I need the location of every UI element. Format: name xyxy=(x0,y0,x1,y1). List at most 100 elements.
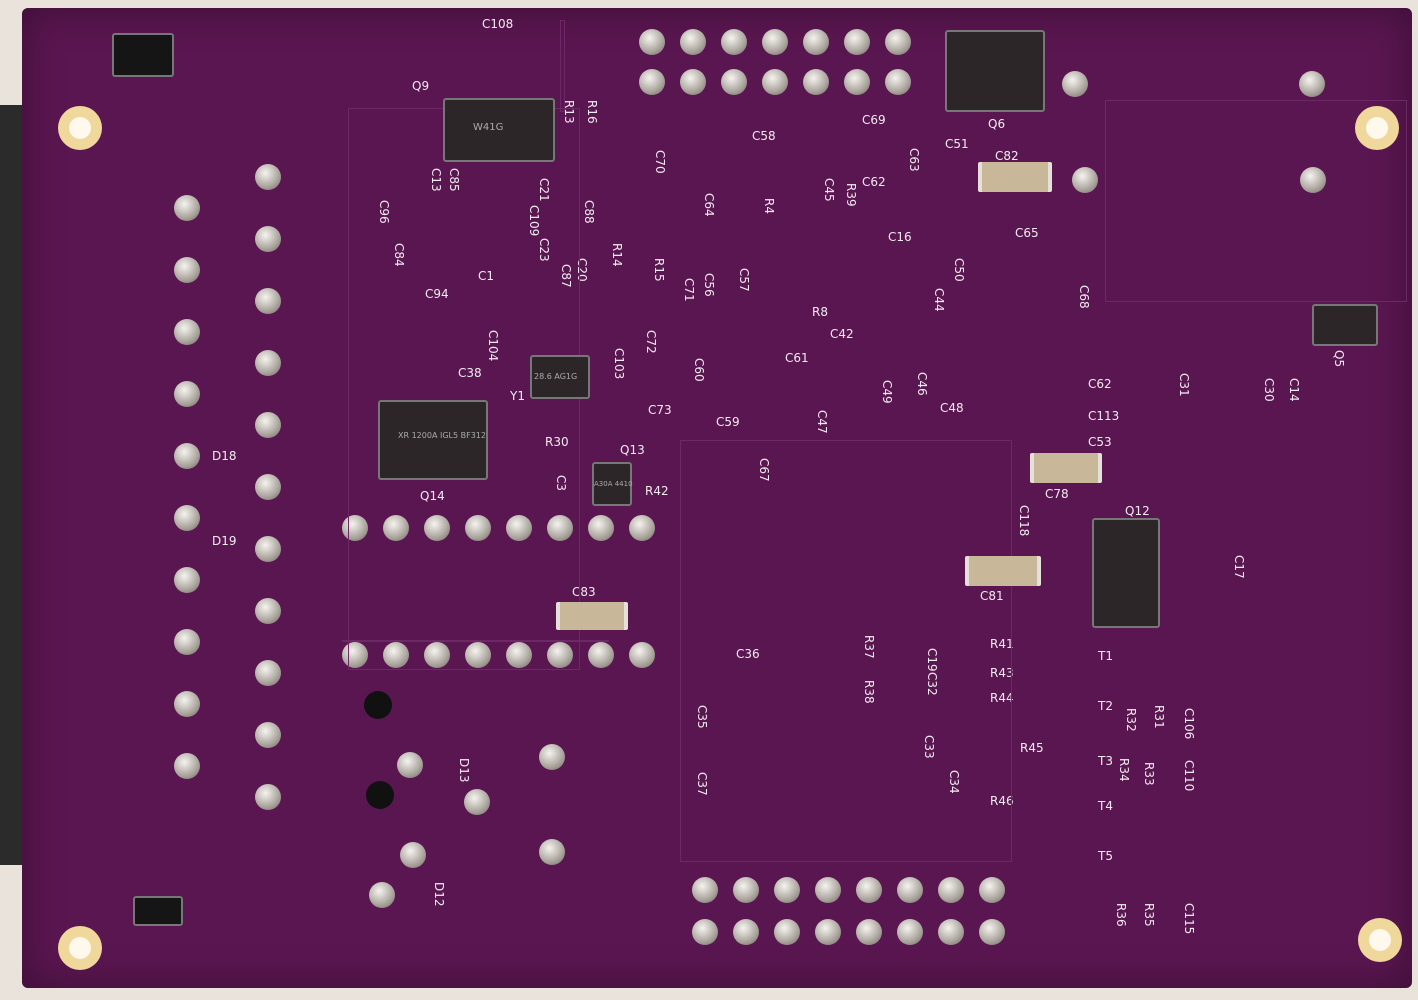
solder-pad xyxy=(369,882,395,908)
solder-pad xyxy=(885,69,911,95)
solder-pad xyxy=(539,744,565,770)
connector-black-bottom xyxy=(133,896,183,926)
solder-pad xyxy=(174,443,200,469)
solder-pad xyxy=(692,919,718,945)
silkscreen-label: C103 xyxy=(612,348,626,380)
silkscreen-label: C1 xyxy=(478,269,495,283)
silkscreen-label: R41 xyxy=(990,637,1014,651)
silkscreen-label: R42 xyxy=(645,484,669,498)
silkscreen-label: C82 xyxy=(995,149,1019,163)
capacitor-c78 xyxy=(1030,453,1102,483)
solder-pad xyxy=(400,842,426,868)
silkscreen-label: R46 xyxy=(990,794,1014,808)
silkscreen-label: C70 xyxy=(653,150,667,174)
solder-pad xyxy=(629,515,655,541)
solder-pad xyxy=(547,642,573,668)
solder-pad xyxy=(174,381,200,407)
silkscreen-label: C110 xyxy=(1182,760,1196,792)
solder-pad xyxy=(174,753,200,779)
silkscreen-label: C78 xyxy=(1045,487,1069,501)
silkscreen-label: C94 xyxy=(425,287,449,301)
solder-pad xyxy=(588,515,614,541)
solder-pad xyxy=(255,784,281,810)
silkscreen-label: D12 xyxy=(432,882,446,907)
silkscreen-label: C50 xyxy=(952,258,966,282)
solder-pad xyxy=(1300,167,1326,193)
silkscreen-label: R45 xyxy=(1020,741,1044,755)
ic-q13: A30A 4410 xyxy=(592,462,633,506)
silkscreen-label: C36 xyxy=(736,647,760,661)
silkscreen-label: C42 xyxy=(830,327,854,341)
solder-pad xyxy=(174,505,200,531)
solder-pad xyxy=(844,69,870,95)
solder-pad xyxy=(803,29,829,55)
silkscreen-label: C83 xyxy=(572,585,596,599)
regulator-q9: W41G xyxy=(443,98,555,162)
silkscreen-label: C68 xyxy=(1077,285,1091,309)
solder-pad xyxy=(762,29,788,55)
solder-pad xyxy=(680,29,706,55)
silkscreen-label: C106 xyxy=(1182,708,1196,740)
solder-pad xyxy=(588,642,614,668)
solder-pad xyxy=(255,412,281,438)
silkscreen-label: C108 xyxy=(482,17,514,31)
silkscreen-label: C46 xyxy=(915,372,929,396)
silkscreen-label: C47 xyxy=(815,410,829,434)
silkscreen-label: C17 xyxy=(1232,555,1246,579)
silkscreen-label: C57 xyxy=(737,268,751,292)
capacitor-c82 xyxy=(978,162,1052,192)
silkscreen-label: C48 xyxy=(940,401,964,415)
solder-pad xyxy=(383,642,409,668)
solder-pad xyxy=(897,919,923,945)
solder-pad xyxy=(762,69,788,95)
solder-pad xyxy=(255,350,281,376)
solder-pad xyxy=(342,515,368,541)
solder-pad xyxy=(174,257,200,283)
silkscreen-label: C62 xyxy=(862,175,886,189)
solder-pad xyxy=(383,515,409,541)
silkscreen-label: C59 xyxy=(716,415,740,429)
silkscreen-label: T1 xyxy=(1098,649,1113,663)
silkscreen-label: T4 xyxy=(1098,799,1113,813)
silkscreen-label: R15 xyxy=(652,258,666,282)
silkscreen-label: R35 xyxy=(1142,903,1156,927)
silkscreen-label: C45 xyxy=(822,178,836,202)
solder-pad xyxy=(424,515,450,541)
silkscreen-label: T5 xyxy=(1098,849,1113,863)
solder-pad xyxy=(774,919,800,945)
solder-pad xyxy=(815,877,841,903)
silkscreen-label: C113 xyxy=(1088,409,1120,423)
capacitor-c83 xyxy=(556,602,628,630)
solder-pad xyxy=(1072,167,1098,193)
solder-pad xyxy=(721,29,747,55)
solder-pad xyxy=(680,69,706,95)
silkscreen-label: R43 xyxy=(990,666,1014,680)
silkscreen-label: C44 xyxy=(932,288,946,312)
pcb-board xyxy=(22,8,1412,988)
solder-pad xyxy=(1062,71,1088,97)
solder-pad xyxy=(255,288,281,314)
solder-pad xyxy=(255,226,281,252)
silkscreen-label: Q13 xyxy=(620,443,645,457)
silkscreen-label: C38 xyxy=(458,366,482,380)
silkscreen-label: R4 xyxy=(762,198,776,214)
silkscreen-label: C118 xyxy=(1017,505,1031,537)
silkscreen-label: R30 xyxy=(545,435,569,449)
drill-hole xyxy=(366,781,394,809)
mounting-hole xyxy=(58,106,102,150)
chip-marking: XR 1200A IGL5 BF312 xyxy=(398,431,486,440)
drill-hole xyxy=(364,691,392,719)
solder-pad xyxy=(692,877,718,903)
silkscreen-label: C81 xyxy=(980,589,1004,603)
solder-pad xyxy=(174,319,200,345)
copper-trace xyxy=(1105,100,1407,302)
solder-pad xyxy=(856,919,882,945)
copper-trace xyxy=(680,440,1012,862)
solder-pad xyxy=(897,877,923,903)
silkscreen-label: T2 xyxy=(1098,699,1113,713)
chip-marking: A30A 4410 xyxy=(594,480,633,488)
silkscreen-label: R14 xyxy=(610,243,624,267)
silkscreen-label: R8 xyxy=(812,305,828,319)
solder-pad xyxy=(721,69,747,95)
silkscreen-label: R32 xyxy=(1124,708,1138,732)
